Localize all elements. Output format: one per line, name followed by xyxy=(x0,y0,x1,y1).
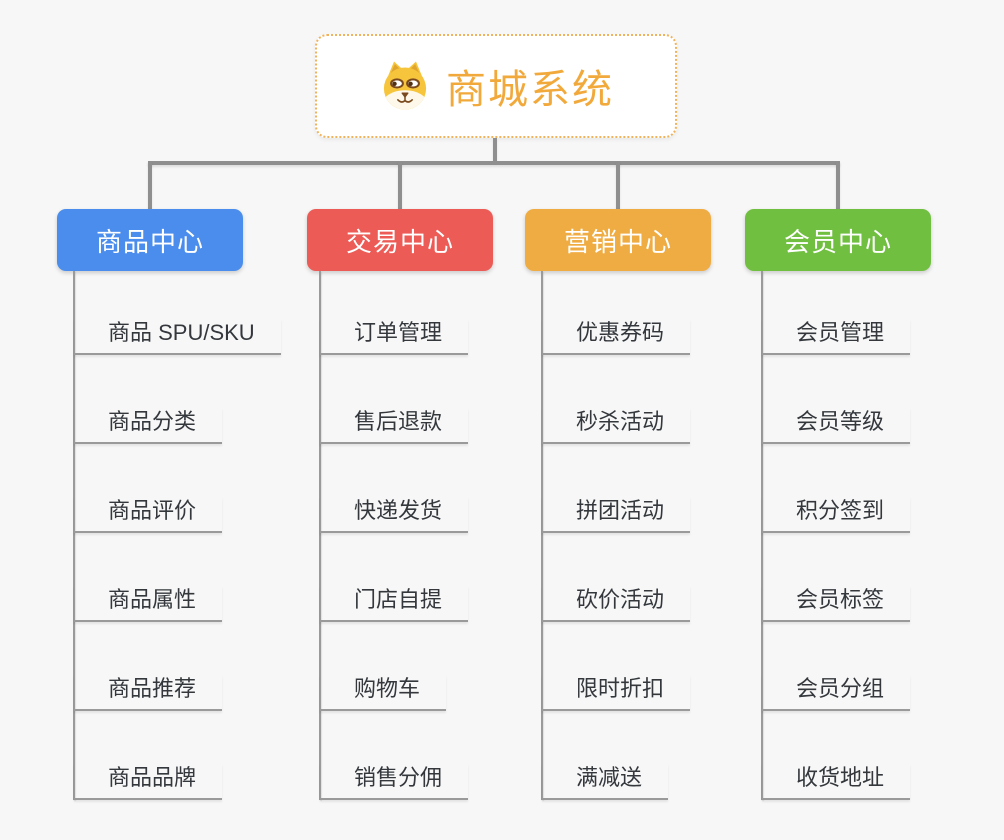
subtopic-product-spu-sku[interactable]: 商品 SPU/SKU xyxy=(74,319,281,355)
subtopic-aftersale-refund[interactable]: 售后退款 xyxy=(320,408,469,444)
subtopic-member-tag[interactable]: 会员标签 xyxy=(762,586,911,622)
branch-label: 交易中心 xyxy=(345,226,454,257)
connector-bus xyxy=(148,161,840,165)
shiba-dog-icon xyxy=(378,59,432,113)
root-title: 商城系统 xyxy=(446,68,614,112)
subtopic-coupon-code[interactable]: 优惠券码 xyxy=(542,319,691,355)
subtopic-shipping-address[interactable]: 收货地址 xyxy=(762,764,911,800)
connector-trunk-3 xyxy=(541,271,543,800)
connector-trunk-1 xyxy=(73,271,75,800)
subtopic-product-recommend[interactable]: 商品推荐 xyxy=(74,675,223,711)
subtopic-flash-sale[interactable]: 秒杀活动 xyxy=(542,408,691,444)
subtopic-express-delivery[interactable]: 快递发货 xyxy=(320,497,469,533)
subtopic-product-brand[interactable]: 商品品牌 xyxy=(74,764,223,800)
connector-root-stem xyxy=(493,138,497,162)
branch-label: 营销中心 xyxy=(563,226,672,257)
connector-drop-3 xyxy=(616,161,620,209)
subtopic-product-category[interactable]: 商品分类 xyxy=(74,408,223,444)
branch-node-member-center[interactable]: 会员中心 xyxy=(745,209,931,271)
subtopic-limited-time-discount[interactable]: 限时折扣 xyxy=(542,675,691,711)
subtopic-shopping-cart[interactable]: 购物车 xyxy=(320,675,447,711)
branch-label: 会员中心 xyxy=(783,226,892,257)
root-topic[interactable]: 商城系统 xyxy=(315,34,677,138)
subtopic-sales-commission[interactable]: 销售分佣 xyxy=(320,764,469,800)
connector-drop-1 xyxy=(148,161,152,209)
subtopic-store-pickup[interactable]: 门店自提 xyxy=(320,586,469,622)
subtopic-points-checkin[interactable]: 积分签到 xyxy=(762,497,911,533)
connector-drop-2 xyxy=(398,161,402,209)
connector-trunk-4 xyxy=(761,271,763,800)
branch-label: 商品中心 xyxy=(95,226,204,257)
subtopic-member-group[interactable]: 会员分组 xyxy=(762,675,911,711)
subtopic-order-management[interactable]: 订单管理 xyxy=(320,319,469,355)
branch-node-product-center[interactable]: 商品中心 xyxy=(57,209,243,271)
subtopic-group-buy[interactable]: 拼团活动 xyxy=(542,497,691,533)
subtopic-member-management[interactable]: 会员管理 xyxy=(762,319,911,355)
subtopic-product-attribute[interactable]: 商品属性 xyxy=(74,586,223,622)
subtopic-bargain-activity[interactable]: 砍价活动 xyxy=(542,586,691,622)
branch-node-trade-center[interactable]: 交易中心 xyxy=(307,209,493,271)
branch-node-marketing-center[interactable]: 营销中心 xyxy=(525,209,711,271)
subtopic-product-review[interactable]: 商品评价 xyxy=(74,497,223,533)
subtopic-member-level[interactable]: 会员等级 xyxy=(762,408,911,444)
connector-drop-4 xyxy=(836,161,840,209)
subtopic-spend-save[interactable]: 满减送 xyxy=(542,764,669,800)
connector-trunk-2 xyxy=(319,271,321,800)
